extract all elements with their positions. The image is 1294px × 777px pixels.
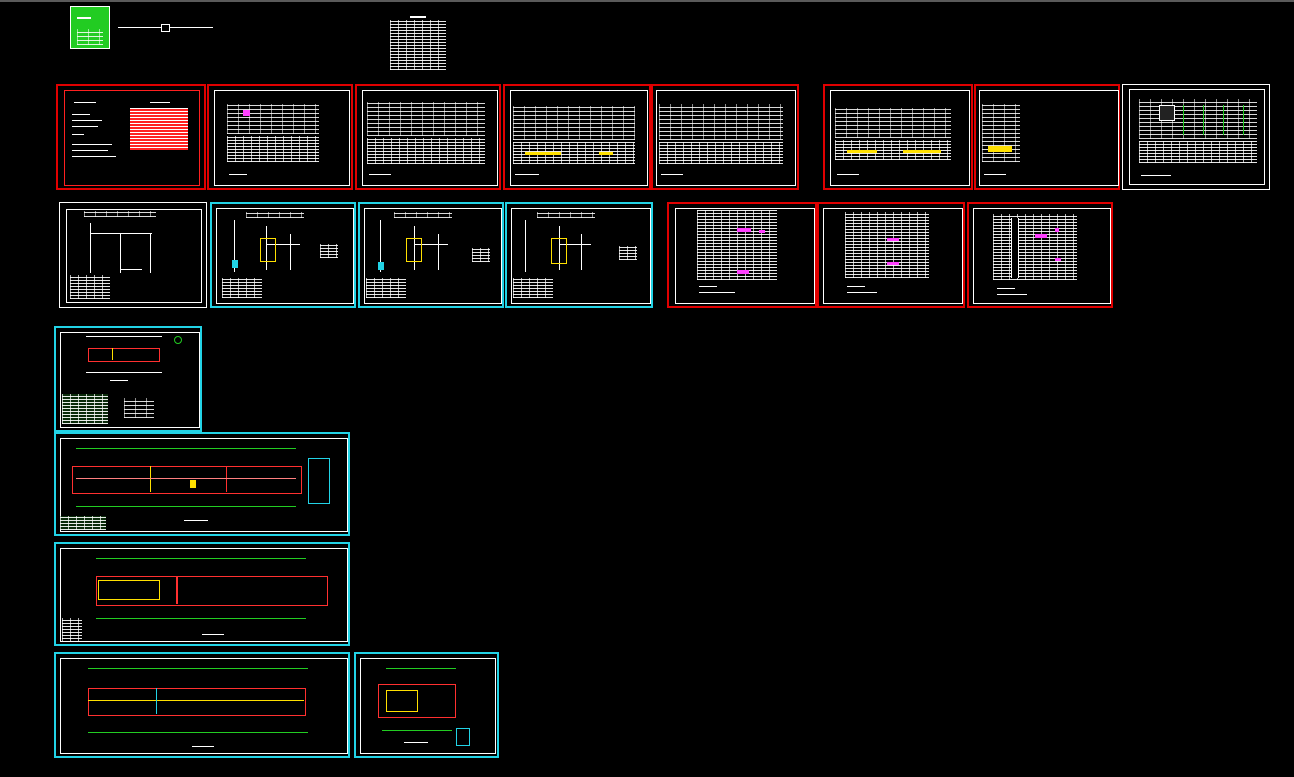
green-title-block[interactable] [70, 6, 110, 49]
sheet-system-table-2[interactable] [355, 84, 501, 190]
scale-bar-marker [161, 24, 170, 32]
sheet-floor-plan-4[interactable] [54, 652, 350, 758]
sheet-system-table-3[interactable] [503, 84, 651, 190]
sheet-cover-notes[interactable] [56, 84, 206, 190]
sheet-schedule-2[interactable] [817, 202, 965, 308]
sheet-floor-plan-3[interactable] [54, 542, 350, 646]
sheet-schematic-4[interactable] [505, 202, 653, 308]
sheet-system-table-4[interactable] [651, 84, 799, 190]
sheet-schematic-2[interactable] [210, 202, 356, 308]
sheet-schedule-3[interactable] [967, 202, 1113, 308]
sheet-floor-plan-5[interactable] [354, 652, 499, 758]
sheet-schematic-3[interactable] [358, 202, 504, 308]
sheet-schematic-1[interactable] [59, 202, 207, 308]
sheet-schedule-1[interactable] [667, 202, 817, 308]
sheet-floor-plan-1[interactable] [54, 326, 202, 432]
window-top-border [0, 0, 1294, 2]
sheet-floor-plan-2[interactable] [54, 432, 350, 536]
legend-table-title [410, 16, 426, 18]
sheet-system-table-1[interactable] [207, 84, 353, 190]
sheet-system-table-6[interactable] [974, 84, 1120, 190]
sheet-system-table-5[interactable] [823, 84, 973, 190]
red-schedule-block [130, 108, 188, 150]
legend-table [390, 20, 446, 70]
sheet-system-table-7[interactable] [1122, 84, 1270, 190]
